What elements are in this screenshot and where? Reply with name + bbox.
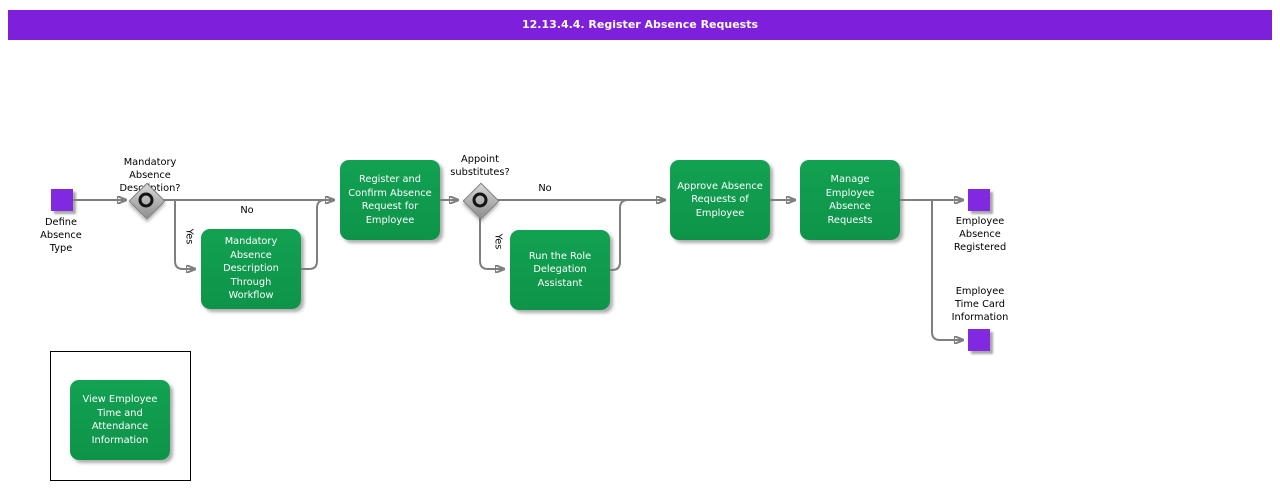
task-run-role-delegation-assistant[interactable]: Run the Role Delegation Assistant xyxy=(510,230,610,310)
decision2-yes-label: Yes xyxy=(492,233,504,250)
decision1-yes-label: Yes xyxy=(183,228,195,245)
start-event-label: Define Absence Type xyxy=(40,217,82,254)
decision2-question-label: Appoint substitutes? xyxy=(450,154,510,178)
task-approve-absence-requests[interactable]: Approve Absence Requests of Employee xyxy=(670,160,770,240)
task-register-confirm-absence-request[interactable]: Register and Confirm Absence Request for… xyxy=(340,160,440,240)
event-employee-time-card-information[interactable] xyxy=(968,329,990,351)
task-manage-employee-absence-requests[interactable]: Manage Employee Absence Requests xyxy=(800,160,900,240)
decision1-gateway xyxy=(128,182,166,220)
gateway-ring-icon xyxy=(138,192,154,208)
connector-decision1-yes xyxy=(174,200,195,269)
task-view-employee-time-attendance[interactable]: View Employee Time and Attendance Inform… xyxy=(70,380,170,460)
decision2-no-label: No xyxy=(538,183,552,194)
decision2-gateway xyxy=(462,182,500,220)
connector-run-merge xyxy=(610,199,634,271)
gateway-ring-icon xyxy=(472,192,488,208)
end-event-label: Employee Absence Registered xyxy=(953,216,1007,253)
start-event-define-absence-type[interactable] xyxy=(51,189,73,211)
timecard-event-label: Employee Time Card Information xyxy=(951,286,1009,323)
diagram-title-bar: 12.13.4.4. Register Absence Requests xyxy=(8,10,1272,40)
decision1-no-label: No xyxy=(240,205,254,216)
end-event-absence-registered[interactable] xyxy=(968,189,990,211)
task-mandatory-absence-description-workflow[interactable]: Mandatory Absence Description Through Wo… xyxy=(201,229,301,309)
connector-mandatory-merge xyxy=(301,199,331,270)
connector-decision2-yes xyxy=(479,218,504,269)
connector-branch-to-timecard xyxy=(931,200,963,340)
